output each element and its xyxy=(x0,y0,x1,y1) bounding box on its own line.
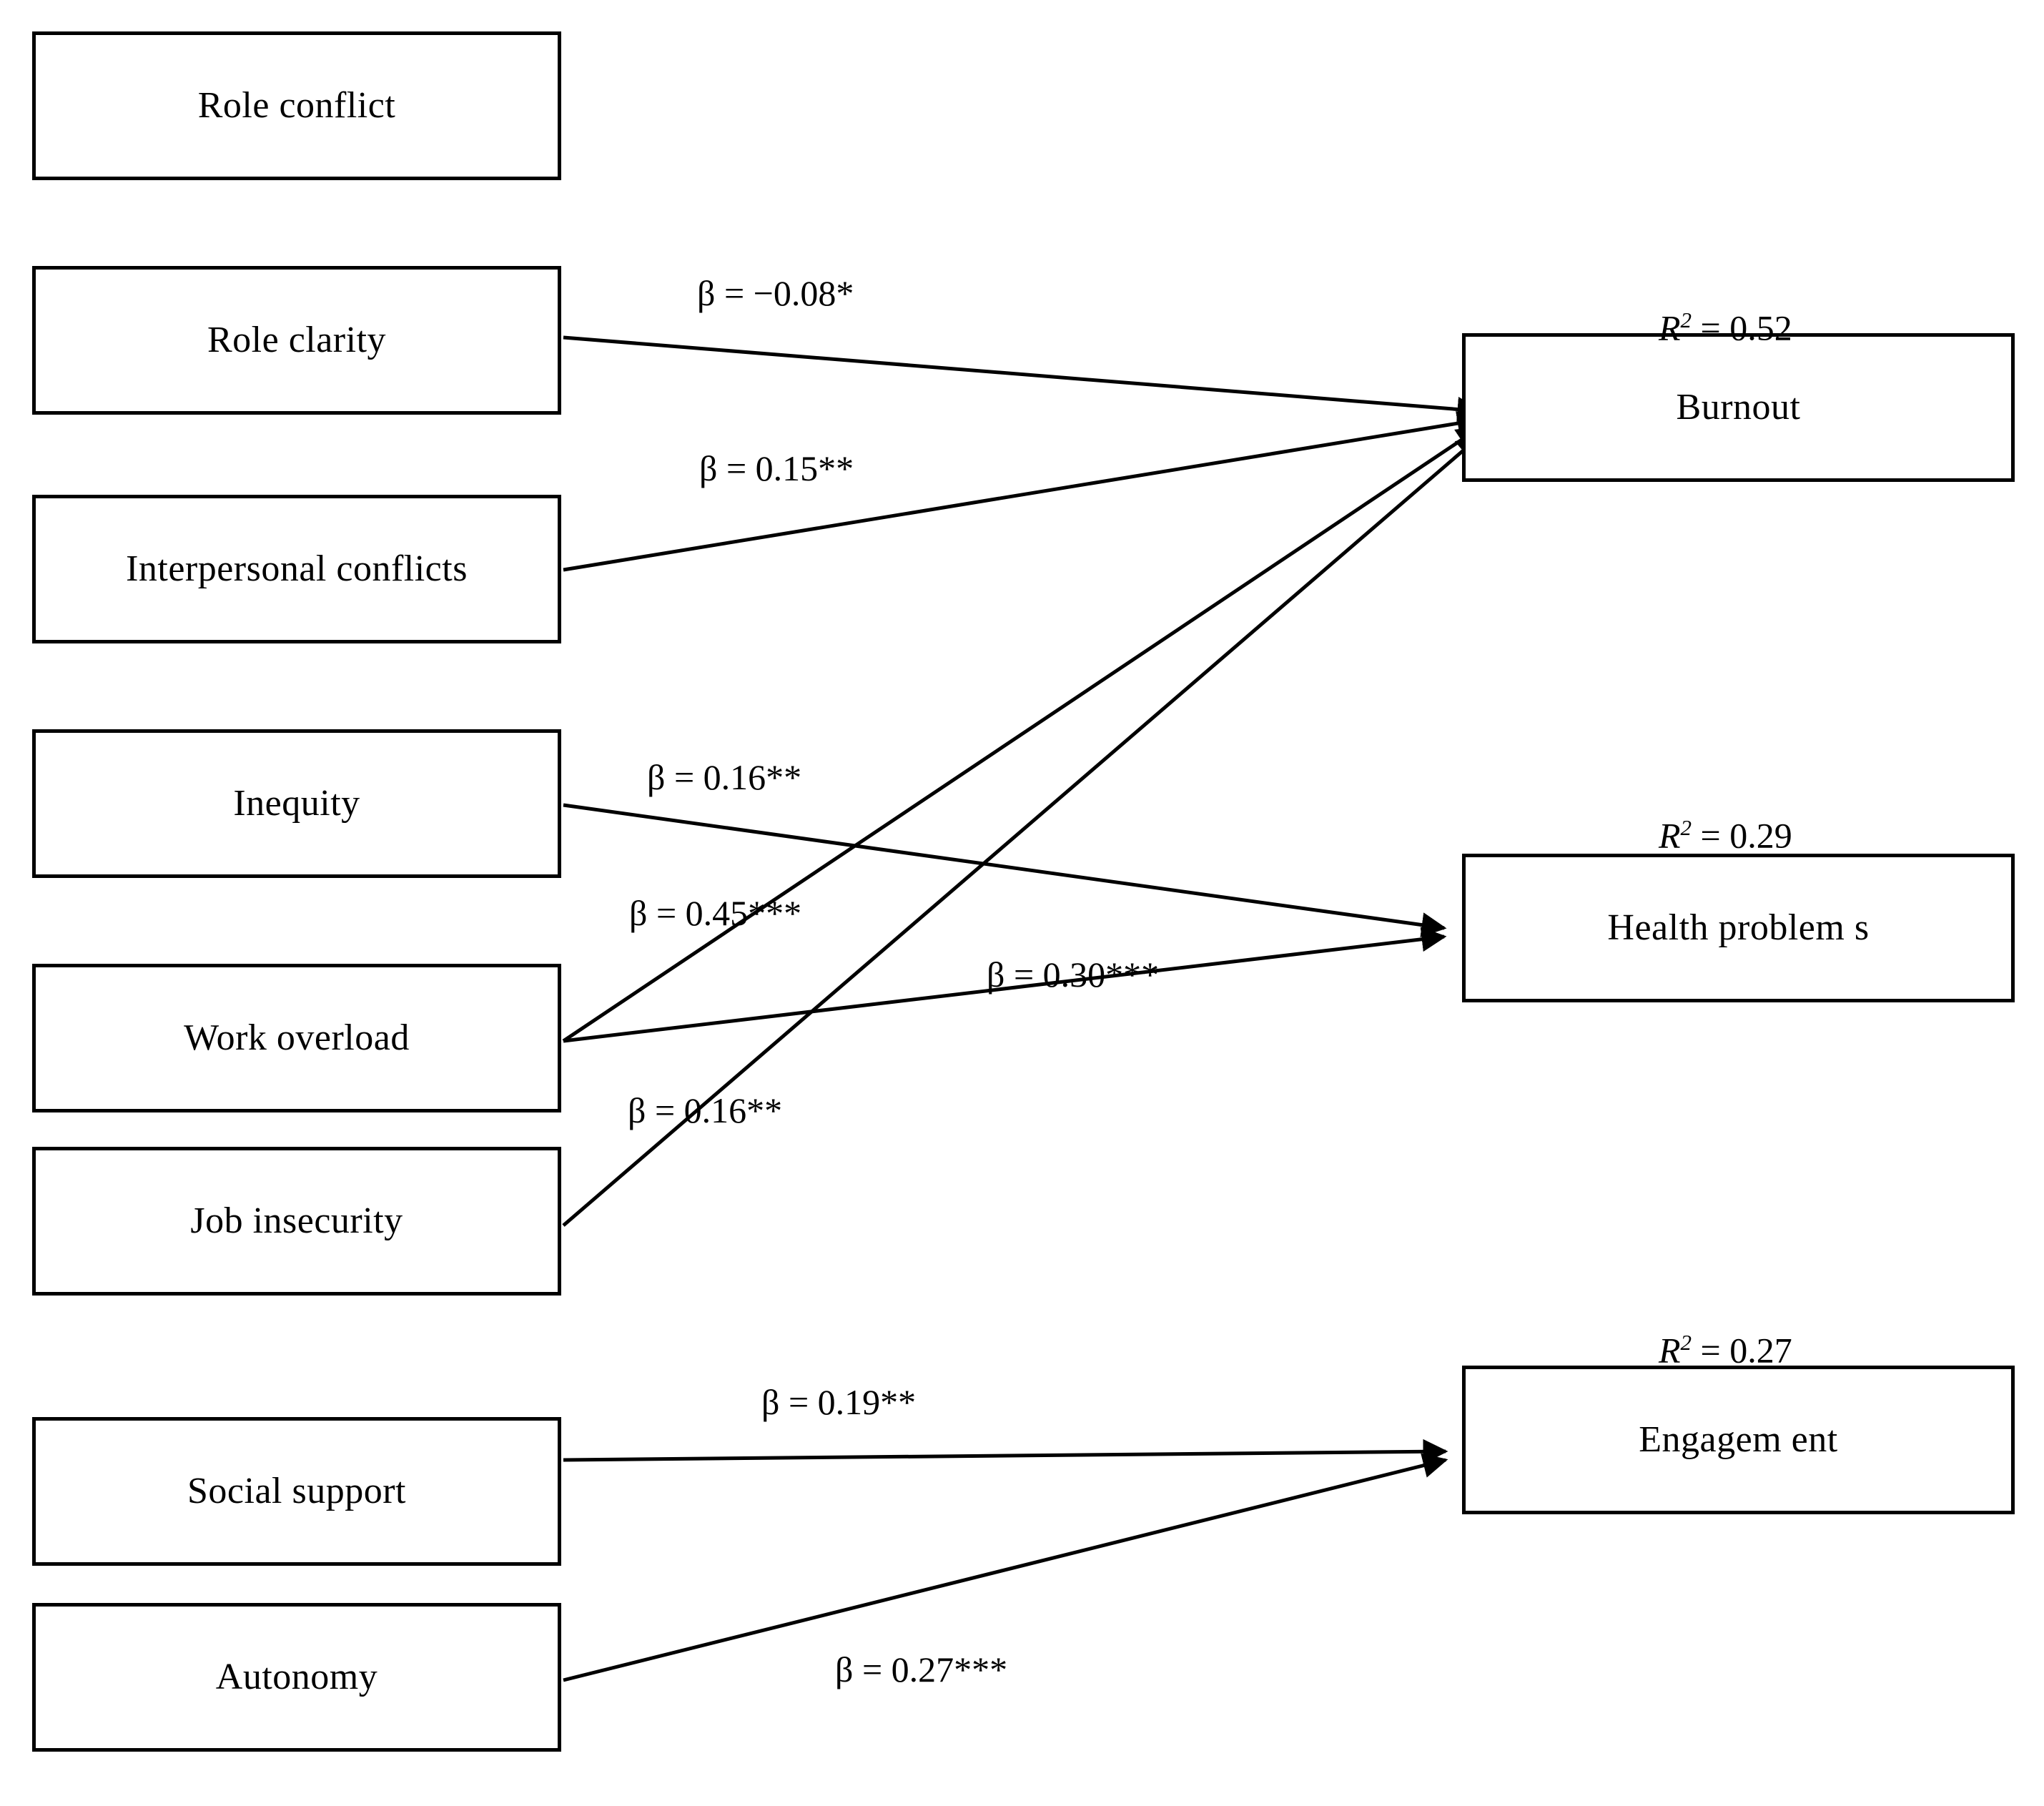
r2-value: 0.29 xyxy=(1729,815,1792,856)
path-arrow-autonomy-to-engagement xyxy=(563,1453,1448,1682)
path-arrow-work-overload-to-health-problems xyxy=(563,927,1447,1043)
node-label: Role clarity xyxy=(207,320,387,360)
node-work-overload[interactable]: Work overload xyxy=(32,964,561,1112)
path-arrow-inequity-to-health-problems xyxy=(563,803,1447,937)
node-autonomy[interactable]: Autonomy xyxy=(32,1603,561,1752)
node-label: Work overload xyxy=(184,1017,410,1058)
r2-equals: = xyxy=(1692,1330,1730,1371)
beta-label-interpersonal-conflicts-to-burnout: β = 0.15** xyxy=(699,448,854,488)
node-role-conflict[interactable]: Role conflict xyxy=(32,31,561,180)
beta-label-job-insecurity-to-burnout: β = 0.16** xyxy=(628,1090,783,1130)
node-label: Inequity xyxy=(233,783,360,824)
node-role-clarity[interactable]: Role clarity xyxy=(32,266,561,415)
node-health-problems[interactable]: Health problem s xyxy=(1462,854,2015,1002)
beta-label-inequity-to-health-problems: β = 0.16** xyxy=(647,757,802,797)
path-arrow-work-overload-to-burnout xyxy=(562,425,1482,1043)
r2-label-health-problems: R2 = 0.29 xyxy=(1623,781,1792,889)
beta-label-work-overload-to-health-problems: β = 0.30*** xyxy=(987,954,1160,995)
r2-value: 0.52 xyxy=(1729,307,1792,348)
r2-exponent: 2 xyxy=(1680,1330,1692,1355)
node-label: Interpersonal conflicts xyxy=(126,548,468,589)
path-arrow-role-clarity-to-burnout xyxy=(563,335,1483,422)
node-label: Role conflict xyxy=(197,85,396,126)
path-arrow-social-support-to-engagement xyxy=(563,1439,1448,1464)
node-interpersonal-conflicts[interactable]: Interpersonal conflicts xyxy=(32,495,561,643)
beta-label-role-clarity-to-burnout: β = −0.08* xyxy=(697,273,854,313)
node-label: Job insecurity xyxy=(190,1200,403,1241)
path-arrow-job-insecurity-to-burnout xyxy=(562,434,1482,1227)
r2-label-engagement: R2 = 0.27 xyxy=(1623,1296,1792,1404)
beta-label-autonomy-to-engagement: β = 0.27*** xyxy=(835,1649,1008,1689)
r2-value: 0.27 xyxy=(1729,1330,1792,1371)
node-label: Burnout xyxy=(1676,387,1801,428)
node-inequity[interactable]: Inequity xyxy=(32,729,561,878)
node-social-support[interactable]: Social support xyxy=(32,1417,561,1566)
r2-symbol: R xyxy=(1659,1330,1681,1371)
node-engagement[interactable]: Engagem ent xyxy=(1462,1366,2015,1514)
node-label: Autonomy xyxy=(215,1657,378,1697)
r2-exponent: 2 xyxy=(1680,815,1692,840)
beta-label-work-overload-to-burnout: β = 0.45*** xyxy=(629,893,802,933)
node-burnout[interactable]: Burnout xyxy=(1462,333,2015,482)
path-arrow-interpersonal-conflicts-to-burnout xyxy=(563,410,1483,572)
r2-exponent: 2 xyxy=(1680,307,1692,332)
r2-label-burnout: R2 = 0.52 xyxy=(1623,273,1792,382)
node-label: Engagem ent xyxy=(1639,1419,1838,1460)
r2-equals: = xyxy=(1692,307,1730,348)
node-label: Health problem s xyxy=(1607,907,1870,948)
node-job-insecurity[interactable]: Job insecurity xyxy=(32,1147,561,1296)
beta-label-social-support-to-engagement: β = 0.19** xyxy=(761,1382,917,1422)
node-label: Social support xyxy=(187,1471,406,1511)
r2-symbol: R xyxy=(1659,815,1681,856)
r2-equals: = xyxy=(1692,815,1730,856)
r2-symbol: R xyxy=(1659,307,1681,348)
